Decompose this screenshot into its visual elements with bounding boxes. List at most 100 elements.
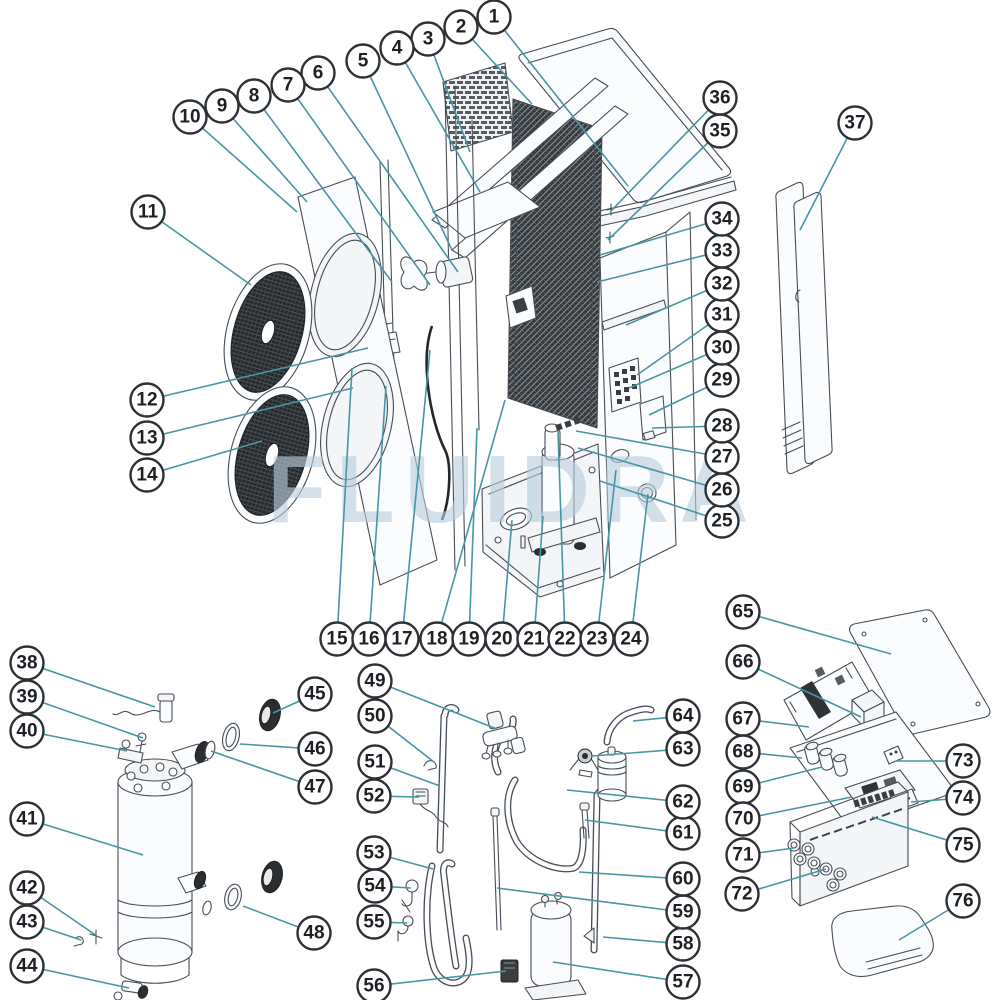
callout-17: 17	[384, 349, 431, 657]
callout-62: 62	[566, 784, 701, 820]
callout-number-59: 59	[672, 902, 693, 923]
leader-line-36	[609, 97, 721, 213]
callout-number-29: 29	[711, 370, 732, 391]
water-outlet-stub	[177, 870, 207, 894]
compressor-bracket	[527, 517, 601, 553]
solenoid-coil-52	[412, 788, 449, 828]
callout-circle-75	[945, 827, 981, 863]
callout-circle-57	[665, 964, 701, 1000]
o-rings-top	[204, 722, 241, 760]
callout-64: 64	[632, 698, 701, 734]
leader-line-8	[253, 95, 393, 283]
leader-line-22	[557, 430, 566, 640]
callout-number-31: 31	[711, 305, 733, 326]
callout-circle-17	[384, 621, 420, 657]
callout-number-68: 68	[732, 742, 753, 763]
callout-number-66: 66	[732, 652, 753, 673]
callout-number-37: 37	[844, 113, 865, 134]
leader-line-49	[374, 680, 498, 730]
callout-number-14: 14	[136, 465, 158, 486]
display-pcb-67	[783, 661, 875, 741]
refrigerant-circuit-assembly	[397, 704, 655, 1000]
leader-line-9	[221, 105, 308, 203]
callout-number-55: 55	[363, 912, 385, 933]
callout-68: 68	[725, 734, 803, 770]
callout-number-28: 28	[711, 416, 732, 437]
callout-number-11: 11	[138, 202, 159, 223]
pressure-switch-54	[401, 879, 419, 913]
callout-number-65: 65	[732, 602, 754, 623]
right-side-panel	[599, 203, 697, 579]
callout-number-60: 60	[672, 869, 693, 890]
pipe-61	[579, 802, 590, 839]
callout-69: 69	[725, 766, 823, 805]
terminal-teeth	[853, 789, 896, 808]
callout-circle-46	[297, 731, 333, 767]
callout-circle-76	[945, 883, 981, 919]
callout-55: 55	[356, 904, 408, 940]
callout-2: 2	[443, 9, 533, 105]
callout-41: 41	[9, 801, 144, 856]
callout-number-47: 47	[304, 777, 325, 798]
callout-number-1: 1	[489, 7, 500, 28]
callout-47: 47	[210, 750, 333, 805]
tank-body	[117, 758, 193, 984]
callout-49: 49	[357, 663, 498, 730]
callout-circle-7	[270, 67, 306, 103]
expansion-valve-63	[569, 748, 599, 778]
drain-fitting	[113, 980, 149, 1000]
callout-number-17: 17	[391, 629, 412, 650]
terminal-block-73	[883, 745, 904, 765]
callout-circle-74	[945, 780, 981, 816]
terminal-strip	[555, 417, 581, 431]
leader-line-4	[396, 47, 481, 193]
callout-73: 73	[896, 743, 981, 779]
capacitors-69	[804, 741, 848, 777]
leader-line-56	[373, 970, 507, 987]
callout-number-3: 3	[423, 29, 434, 50]
callout-66: 66	[725, 644, 862, 718]
callout-circle-6	[300, 55, 336, 91]
callout-21: 21	[516, 515, 552, 657]
leader-line-6	[317, 72, 459, 273]
callout-circle-48	[296, 915, 332, 951]
callout-circle-47	[297, 769, 333, 805]
leader-line-23	[596, 469, 617, 640]
access-door	[639, 395, 667, 441]
callout-number-40: 40	[16, 721, 37, 742]
callout-50: 50	[357, 698, 435, 763]
callout-10: 10	[172, 99, 298, 213]
callout-number-76: 76	[952, 891, 973, 912]
callout-circle-2	[443, 9, 479, 45]
leader-line-18	[436, 399, 506, 640]
tank-top-bolts	[126, 762, 178, 793]
leader-line-7	[287, 84, 431, 286]
callout-71: 71	[725, 837, 795, 873]
pressure-switch-55	[397, 915, 414, 942]
callout-number-48: 48	[303, 923, 324, 944]
leader-line-21	[533, 515, 544, 640]
top-shelf-panel	[432, 181, 541, 239]
callout-54: 54	[357, 868, 412, 904]
callout-36: 36	[609, 80, 738, 213]
callout-number-15: 15	[326, 629, 348, 650]
callout-number-72: 72	[731, 884, 752, 905]
callout-number-73: 73	[952, 751, 973, 772]
callout-number-71: 71	[732, 845, 754, 866]
callout-circle-10	[172, 99, 208, 135]
callout-52: 52	[356, 778, 420, 814]
leader-line-17	[401, 349, 431, 640]
callout-circle-44	[9, 948, 45, 984]
callout-circle-41	[9, 801, 45, 837]
leader-line-33	[596, 250, 723, 283]
fan-impeller	[400, 256, 428, 291]
callout-48: 48	[242, 905, 332, 951]
callout-number-6: 6	[313, 63, 324, 84]
leader-line-5	[362, 60, 453, 251]
callout-67: 67	[725, 701, 810, 737]
callout-number-62: 62	[672, 792, 693, 813]
callout-29: 29	[648, 362, 740, 416]
frame-rails	[431, 77, 629, 259]
drain-screw	[73, 929, 103, 947]
callout-number-74: 74	[952, 788, 974, 809]
